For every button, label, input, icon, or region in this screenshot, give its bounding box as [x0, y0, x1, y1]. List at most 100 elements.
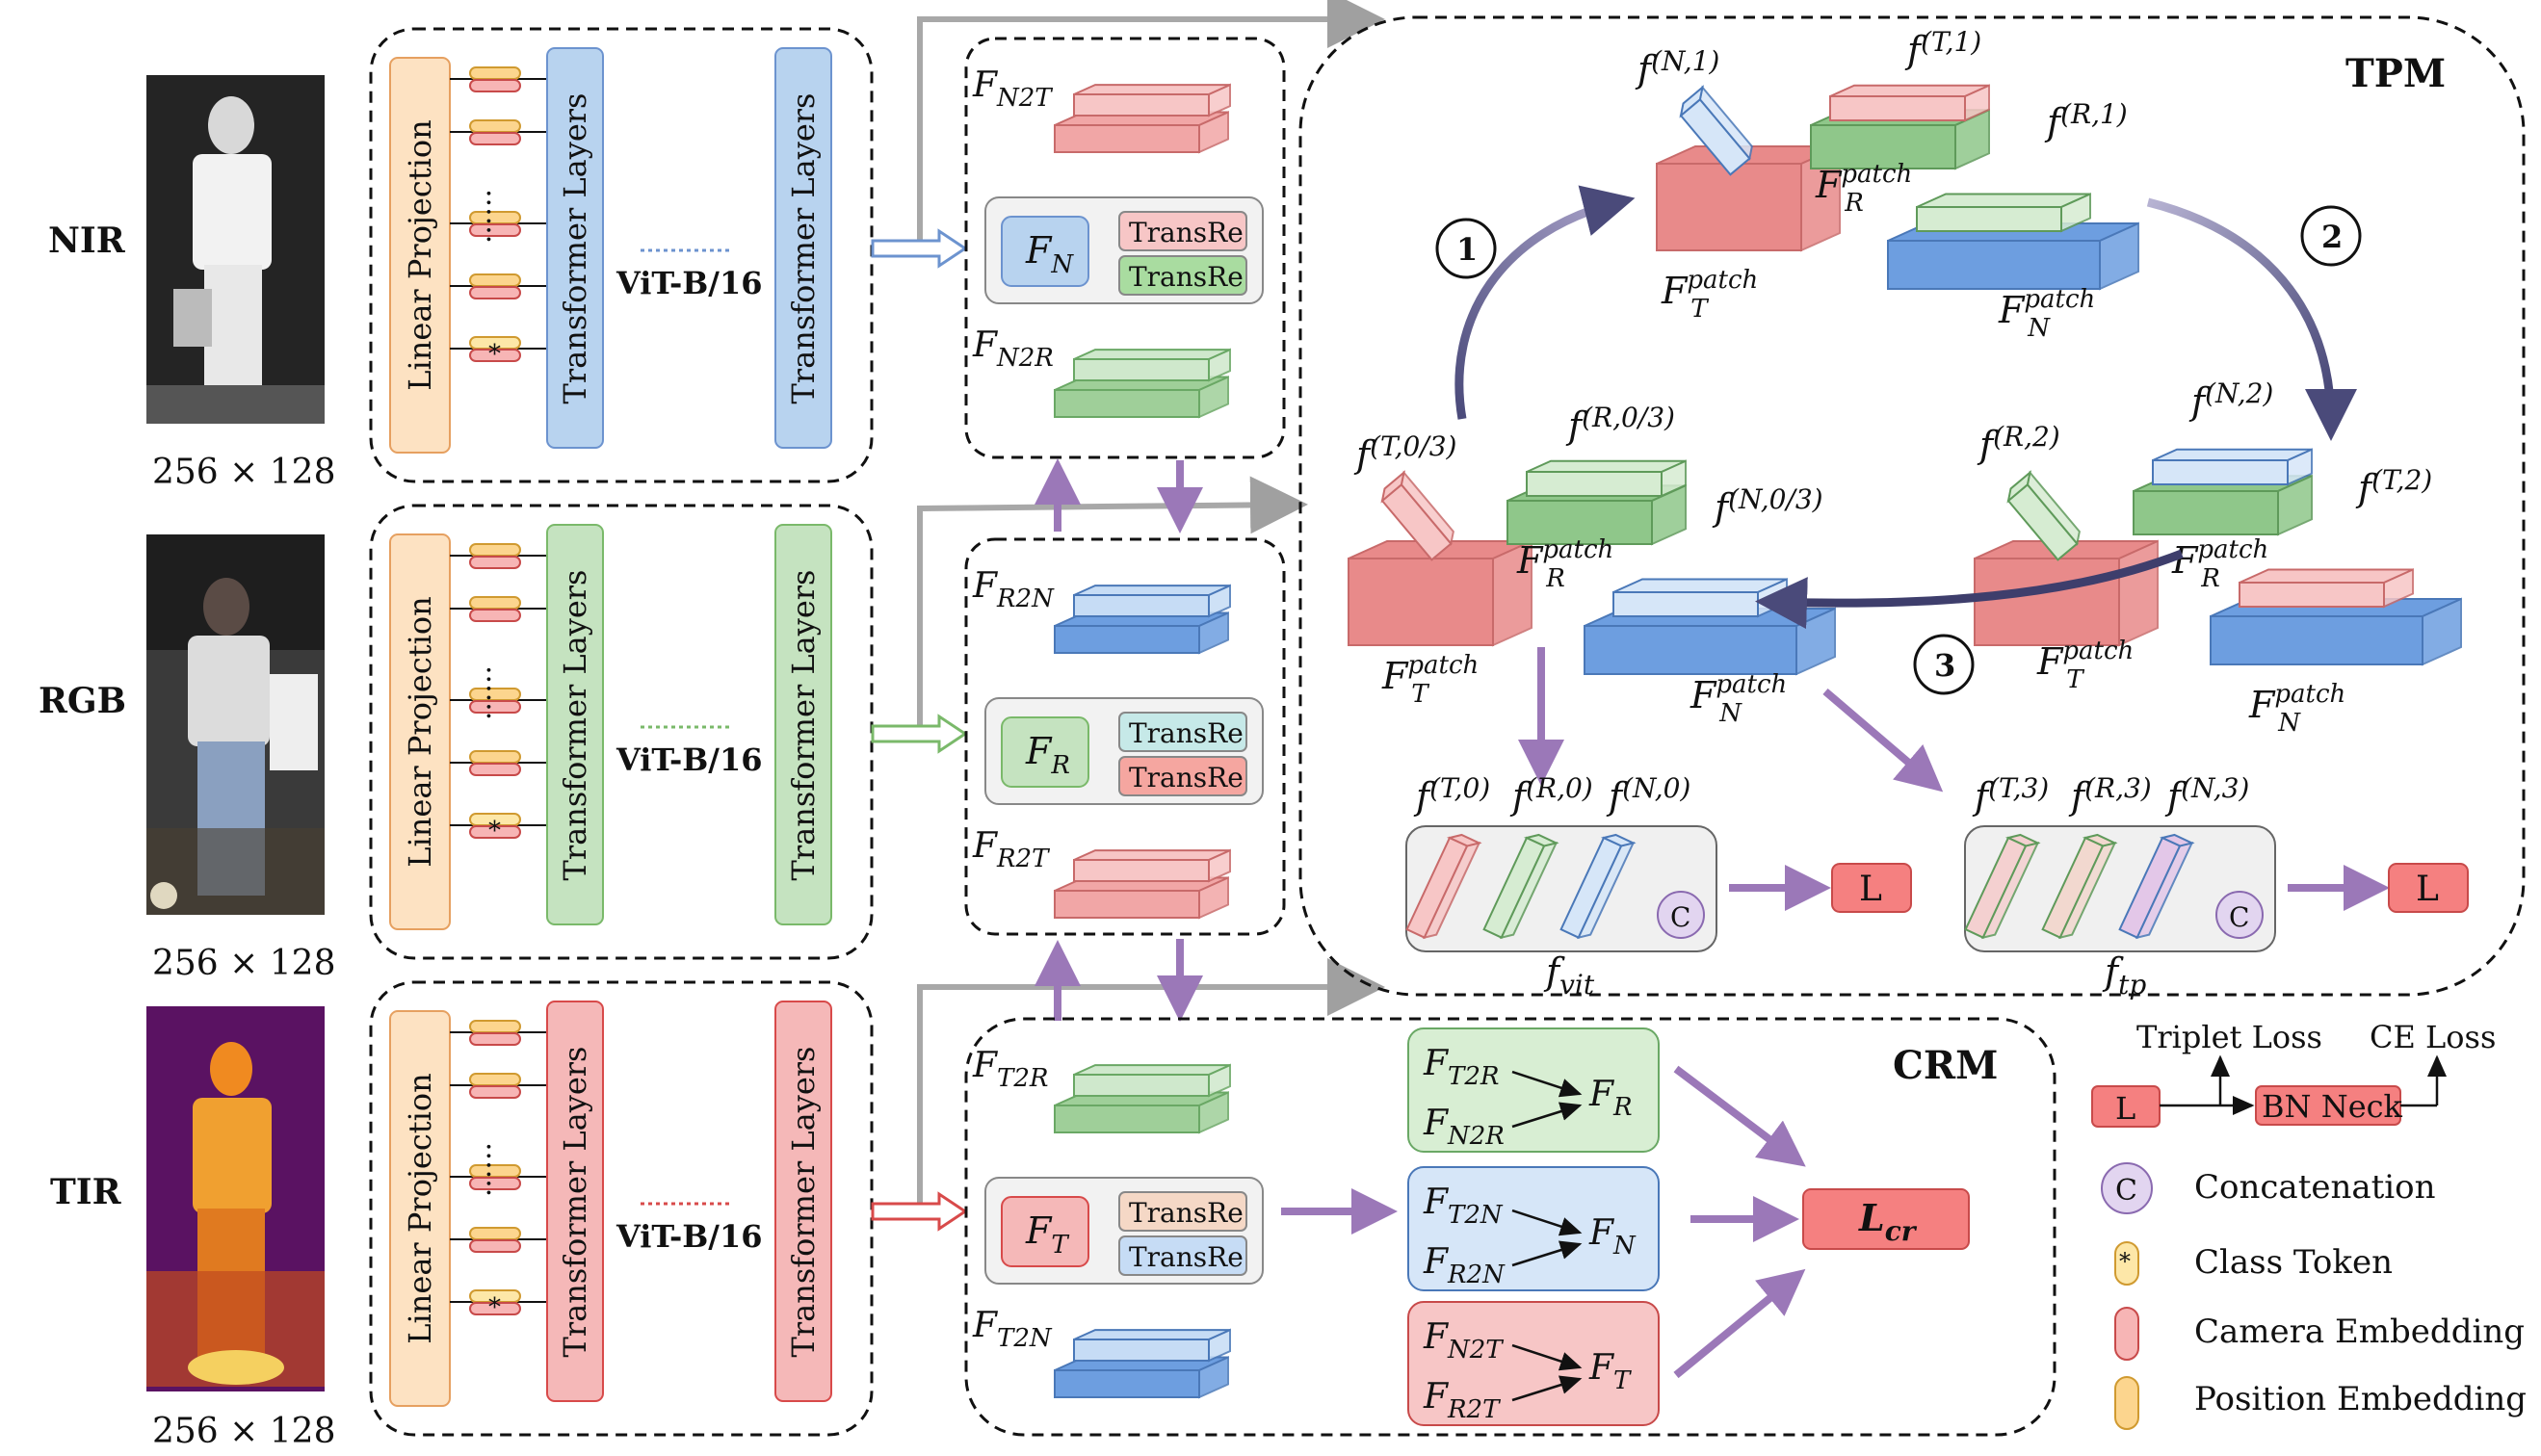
nir-transre-1-label: TransRe [1129, 217, 1244, 248]
tpm-F-T-patch-0-sup: patch [1407, 651, 1479, 680]
ftp-name-sub: tp [2118, 969, 2146, 1001]
ftp-f-label-1: f(R,3) [2068, 772, 2152, 818]
tpm-f-t03-label-sub: (T,0/3) [1370, 430, 1456, 462]
ftp-f-label-0: f(T,3) [1972, 772, 2049, 818]
tpm-n03-token-slab-front [1612, 591, 1759, 617]
tpm-step-3-label: 3 [1934, 647, 1955, 684]
camera-embedding [469, 1085, 521, 1099]
rgb-top-feature-slab-base [1054, 611, 1229, 655]
ftp-f-label-1-sub: (R,3) [2084, 772, 2152, 804]
fvit-concat-label: C [1670, 901, 1690, 933]
tpm-f-t1-label: f(T,1) [1904, 26, 1981, 71]
position-embedding [469, 119, 521, 133]
linear-projection-label: Linear Projection [402, 596, 438, 867]
tpm-F-R-patch-2-sub: R [2200, 564, 2220, 593]
camera-embedding [469, 79, 521, 92]
tpm-step-2-label: 2 [2321, 219, 2343, 255]
linear-projection-label: Linear Projection [402, 1073, 438, 1343]
crm-group-2-input-2-sub: R2T [1447, 1395, 1501, 1424]
nir-top-feature-slab-top-bar-front [1073, 93, 1210, 117]
tir-bottom-feature-label: FT2N [972, 1306, 1053, 1353]
tpm-f-r03-label-sub: (R,0/3) [1582, 402, 1675, 433]
tpm-to-ftp-arrow [1822, 688, 1944, 793]
nir-bottom-feature-slab-base-front [1054, 389, 1200, 418]
ftp-loss-box [2388, 863, 2469, 913]
crm-r-to-loss-arrow [1673, 1065, 1806, 1167]
tpm-f-n1-label: f(N,1) [1635, 45, 1719, 91]
crm-group-1-input-2-sub: R2N [1447, 1261, 1506, 1289]
position-embedding [469, 66, 521, 80]
tpm-F-N-patch-1-sup: patch [2024, 285, 2095, 314]
crm-loss-label: Lcr [1858, 1196, 1918, 1247]
ftp-stick-1-top [2082, 833, 2118, 847]
ftp-loss-label: L [2416, 870, 2439, 909]
nir-top-feature-label-text: FN2T [972, 65, 1053, 113]
rgb-bottom-feature-slab [1054, 848, 1231, 920]
transformer-layers-label: Transformer Layers [557, 570, 593, 881]
crm-group-1-box [1407, 1166, 1660, 1291]
nir-top-feature-slab [1054, 83, 1231, 154]
camera-embedding [469, 286, 521, 299]
ftp-f-label-2: f(N,3) [2164, 772, 2249, 818]
tpm-F-R-patch-0-sup: patch [1542, 535, 1613, 564]
fvit-group: Cf(T,0)f(R,0)f(N,0)fvit [1405, 772, 1717, 1001]
transformer-layers-label: Transformer Layers [557, 93, 593, 404]
tpm-n1-patch-slab-front [1887, 240, 2101, 290]
ftp-concat-label: C [2229, 901, 2249, 933]
fvit-loss-box [1831, 863, 1912, 913]
legend-camera-label: Camera Embedding [2194, 1313, 2525, 1351]
nir-top-feature-slab-base-front [1054, 124, 1200, 153]
camera-embedding [469, 556, 521, 569]
camera-embedding [469, 349, 521, 362]
tpm-f-n2-label-sub: (N,2) [2205, 377, 2273, 409]
position-embedding [469, 750, 521, 764]
tpm-t2-patch-slab-side [2118, 539, 2159, 647]
nir-transre-2-label: TransRe [1129, 261, 1244, 293]
tpm-F-T-patch-1-sup: patch [1687, 266, 1758, 295]
rgb-bottom-feature-label-sub: R2T [996, 845, 1050, 873]
ftp-f-label-0-sub: (T,3) [1988, 772, 2049, 804]
fvit-box [1405, 825, 1717, 952]
crm-t-to-loss-arrow [1673, 1268, 1806, 1379]
legend-class-token-symbol: * [2119, 1248, 2131, 1275]
legend-ce-label: CE Loss [2370, 1019, 2496, 1055]
nir-encoder: Linear Projection*......Transformer Laye… [369, 27, 874, 483]
position-embedding [469, 1020, 521, 1033]
tir-bottom-feature-slab [1054, 1328, 1231, 1399]
nir-bottom-feature-slab-top-bar [1073, 348, 1231, 382]
rgb-top-feature-slab [1054, 584, 1231, 655]
rgb-encoder: Linear Projection*......Transformer Laye… [369, 504, 874, 960]
tpm-F-R-patch-0-sub: R [1545, 564, 1565, 593]
rgb-hollow-arrow [871, 714, 968, 754]
crm-title: CRM [1893, 1043, 1998, 1088]
crm-group-2-input-1-sub: N2T [1447, 1336, 1504, 1365]
tir-transre-1-label: TransRe [1129, 1197, 1244, 1229]
nir-bottom-feature-slab [1054, 348, 1231, 419]
crm-group-0-output-sub: R [1612, 1093, 1633, 1122]
rgb-bottom-feature-slab-base [1054, 875, 1229, 920]
tir-encoder: Linear Projection*......Transformer Laye… [369, 980, 874, 1437]
camera-embedding [469, 700, 521, 714]
tpm-step-1-circle [1435, 218, 1497, 279]
fvit-f-label-2: f(N,0) [1606, 772, 1690, 818]
tir-bottom-feature-slab-top-bar [1073, 1328, 1231, 1363]
tpm-t2-token-slab-front [2239, 582, 2385, 608]
tpm-f-n1-label-sub: (N,1) [1651, 45, 1719, 77]
tpm-f-r2-label: f(R,2) [1977, 421, 2060, 466]
tpm-f-t03-label: f(T,0/3) [1353, 430, 1456, 476]
nir-top-feature-slab-top-bar [1073, 83, 1231, 117]
tpm-F-T-patch-2-sup: patch [2062, 637, 2134, 665]
tpm-r03-token-slab-top [1526, 459, 1687, 473]
legend-position-icon [2114, 1376, 2139, 1430]
tpm-r1-token-slab [1916, 192, 2091, 233]
nir-size-label: 256 × 128 [152, 453, 335, 492]
tpm-F-T-patch-2-sub: T [2066, 665, 2084, 694]
tpm-n03-patch-slab-front [1584, 625, 1797, 675]
rgb-label: RGB [39, 681, 126, 721]
class-token-mark: * [488, 817, 501, 845]
ftp-name: ftp [2102, 950, 2146, 1001]
nir-bottom-feature-label-text: FN2R [972, 325, 1054, 373]
position-embedding [469, 1073, 521, 1086]
